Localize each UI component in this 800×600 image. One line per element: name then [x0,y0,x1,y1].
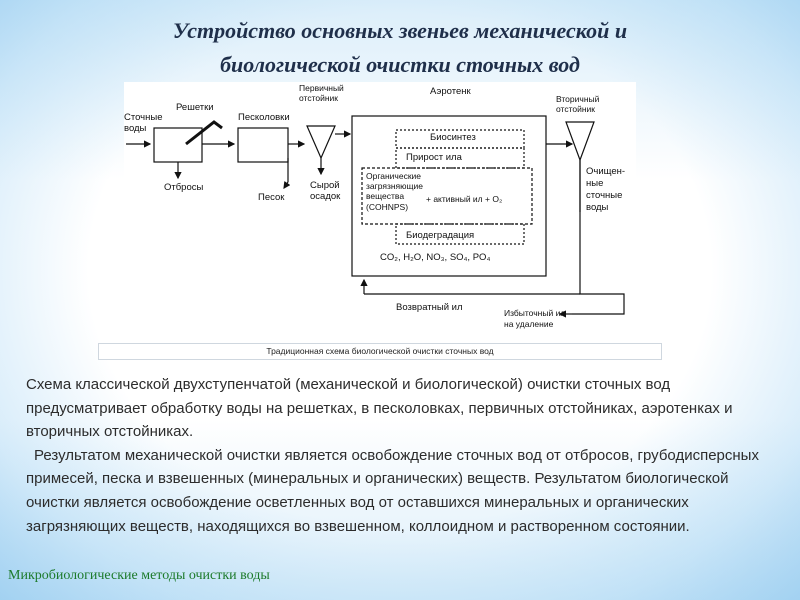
label-org-1: Органические [366,171,421,181]
label-biodegr: Биодеградация [406,230,474,241]
label-syroy-2: осадок [310,191,341,202]
diagram-caption: Традиционная схема биологической очистки… [98,343,662,360]
grate-bars [185,120,223,146]
label-izbyt-2: на удаление [504,319,554,329]
label-syroy-1: Сырой [310,180,340,191]
label-pesok: Песок [258,192,285,203]
biodegr-box [395,223,525,245]
label-aerotenk: Аэротенк [430,86,472,97]
treatment-diagram: Сточные воды Решетки Отбросы Песколовки … [124,82,636,336]
organics-box [361,167,533,225]
primary-clarifier [306,125,336,160]
label-stochnye-2: воды [124,123,147,134]
label-prirost: Прирост ила [406,152,463,163]
title-line-1: Устройство основных звеньев механической… [172,18,628,43]
label-org-3: вещества [366,191,404,201]
label-org-2: загрязняющие [366,181,423,191]
label-biosintez: Биосинтез [430,132,476,143]
label-ochish-2: ные [586,178,603,189]
aerotank-box [351,115,547,277]
label-peskolovki: Песколовки [238,112,290,123]
label-perv-otst-2: отстойник [299,93,338,103]
label-vtor-otst-2: отстойник [556,104,595,114]
excess-sludge-line [572,160,625,315]
grate-box [153,127,203,163]
diagram-svg: Сточные воды Решетки Отбросы Песколовки … [124,83,625,329]
sand-trap-box [237,127,289,163]
label-otbrosy: Отбросы [164,182,203,193]
label-vozvratny: Возвратный ил [396,302,463,313]
label-perv-otst-1: Первичный [299,83,344,93]
label-stochnye-1: Сточные [124,112,163,123]
body-text: Схема классической двухступенчатой (меха… [26,373,778,538]
secondary-clarifier [565,121,595,162]
label-ochish-4: воды [586,202,609,213]
footer-text: Микробиологические методы очистки воды [8,568,270,583]
sand-arrow [283,181,291,189]
label-org-4: (COHNPS) [366,202,408,212]
page-title: Устройство основных звеньев механической… [100,14,700,82]
paragraph-2: Результатом механической очистки являетс… [26,446,759,535]
label-ochish-1: Очищен- [586,166,625,177]
label-active: + активный ил + O₂ [426,194,502,204]
label-vtor-otst-1: Вторичный [556,94,600,104]
label-products: CO₂, H₂O, NO₃, SO₄, PO₄ [380,252,490,263]
label-reshetki: Решетки [176,102,214,113]
paragraph-1: Схема классической двухступенчатой (меха… [26,376,733,441]
title-line-2: биологической очистки сточных вод [220,52,580,77]
label-ochish-3: сточные [586,190,622,201]
label-izbyt-1: Избыточный ил [504,308,565,318]
